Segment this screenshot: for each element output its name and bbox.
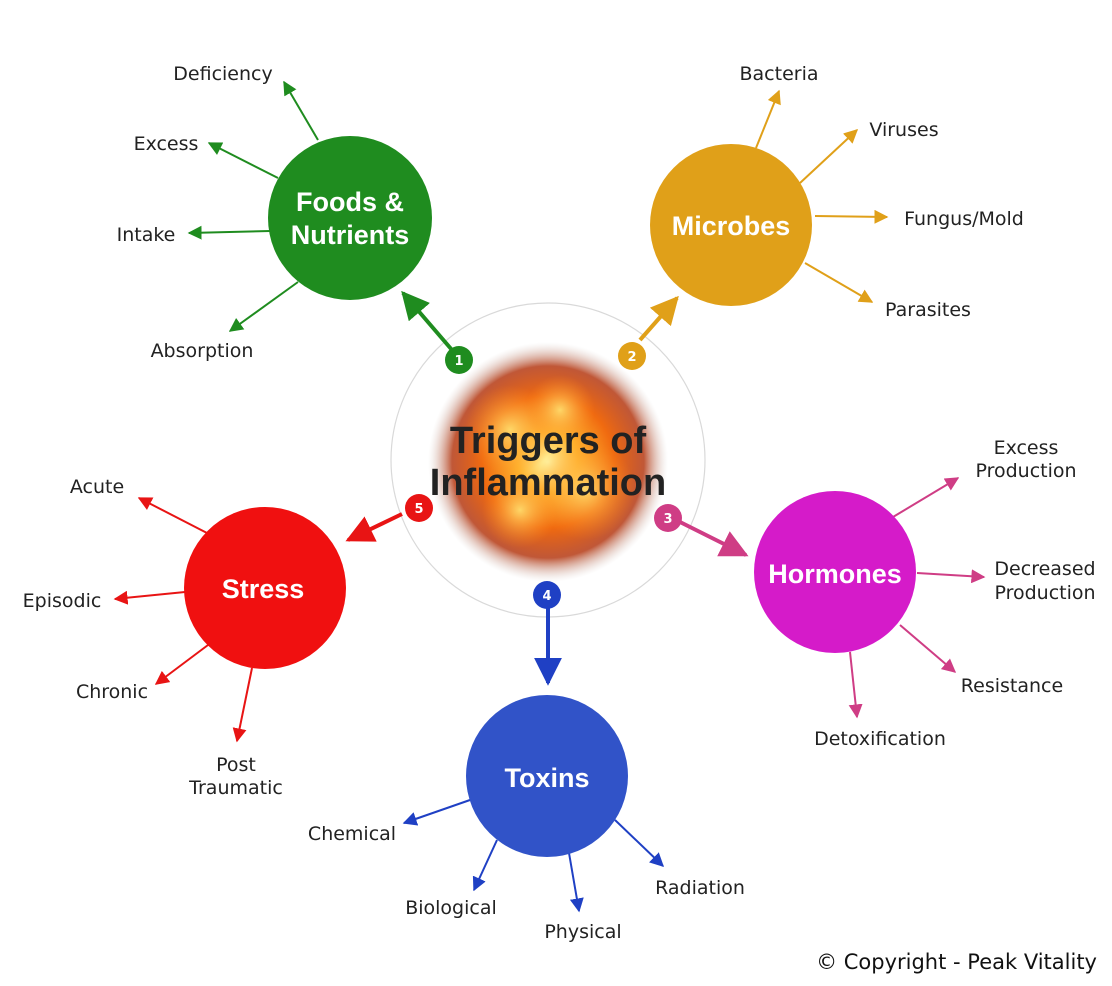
microbes-item-viruses: Viruses [869, 119, 938, 141]
hormones-item-excess-line1: Excess [994, 437, 1059, 459]
toxins-item-chemical: Chemical [308, 823, 396, 845]
badge-3 [654, 504, 682, 532]
badge-2 [618, 342, 646, 370]
microbes-item-bacteria: Bacteria [740, 63, 819, 85]
toxins-item-physical: Physical [544, 921, 621, 943]
toxins-title: Toxins [504, 763, 589, 793]
stress-item-post-traumatic-line2: Traumatic [188, 777, 283, 799]
center-title-line1: Triggers of [450, 420, 647, 462]
center-title-line2: Inflammation [430, 462, 666, 504]
foods-item-excess: Excess [134, 133, 199, 155]
stress-item-post-traumatic-line1: Post [216, 754, 256, 776]
microbes-main-arrow [638, 295, 679, 342]
toxins-branch-arrows [402, 799, 665, 913]
stress-node [184, 507, 346, 669]
fireball-image [428, 342, 668, 582]
toxins-item-biological: Biological [405, 897, 497, 919]
badge-4-number: 4 [542, 589, 551, 604]
badge-3-number: 3 [663, 512, 672, 527]
stress-item-acute: Acute [70, 476, 124, 498]
hormones-item-detoxification: Detoxification [814, 728, 946, 750]
microbes-item-parasites: Parasites [885, 299, 971, 321]
badge-5 [405, 494, 433, 522]
hormones-title: Hormones [768, 559, 902, 589]
hormones-main-arrow [679, 520, 749, 557]
hormones-item-decreased-line1: Decreased [994, 558, 1095, 580]
badge-5-number: 5 [414, 502, 423, 517]
stress-item-chronic: Chronic [76, 681, 148, 703]
microbes-title: Microbes [672, 211, 791, 241]
microbes-node [650, 144, 812, 306]
foods-nutrients-node [268, 136, 432, 300]
hormones-item-excess-line2: Production [975, 460, 1076, 482]
badge-1-number: 1 [454, 354, 463, 369]
foods-title-line2: Nutrients [291, 220, 410, 250]
hormones-branch-arrows [848, 477, 986, 719]
hormones-item-resistance: Resistance [961, 675, 1063, 697]
microbes-branch-arrows [755, 89, 889, 303]
stress-item-episodic: Episodic [23, 590, 102, 612]
stress-main-arrow [345, 512, 403, 542]
foods-branch-arrows [187, 80, 319, 332]
foods-item-deficiency: Deficiency [173, 63, 272, 85]
stress-branch-arrows [113, 497, 253, 743]
hormones-item-decreased-line2: Production [994, 582, 1095, 604]
foods-title-line1: Foods & [296, 187, 404, 217]
foods-item-absorption: Absorption [151, 340, 254, 362]
stress-title: Stress [222, 574, 305, 604]
badge-2-number: 2 [627, 350, 636, 365]
toxins-item-radiation: Radiation [655, 877, 745, 899]
toxins-node [466, 695, 628, 857]
foods-item-intake: Intake [117, 224, 176, 246]
foods-main-arrow [401, 290, 454, 352]
microbes-item-fungus-mold: Fungus/Mold [904, 208, 1024, 230]
badge-4 [533, 581, 561, 609]
badge-1 [445, 346, 473, 374]
hormones-node [754, 491, 916, 653]
copyright-notice: © Copyright - Peak Vitality [816, 950, 1097, 974]
